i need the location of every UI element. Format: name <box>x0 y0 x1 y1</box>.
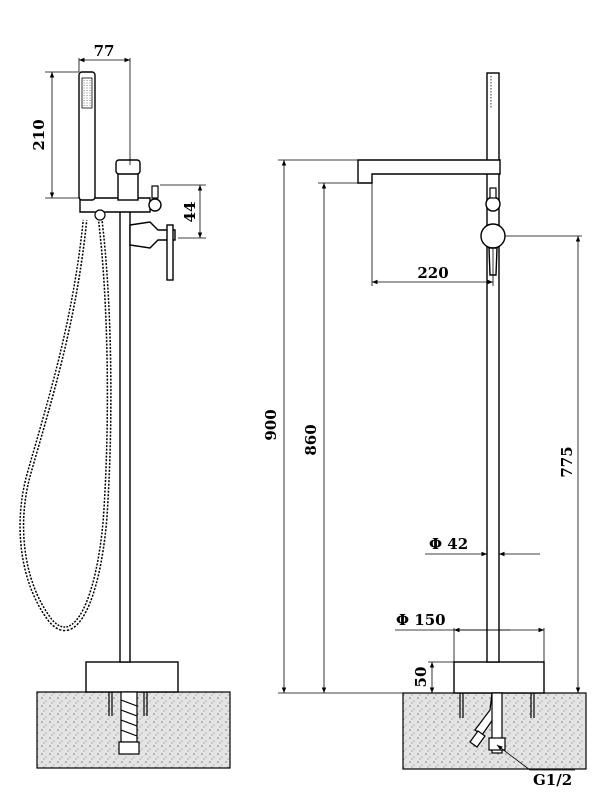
dim-label-220: 220 <box>417 264 448 282</box>
dim-label-phi-42: Φ 42 <box>429 535 468 553</box>
handle-right <box>480 223 506 249</box>
dim-900: 900 <box>262 159 403 694</box>
dim-label-phi-150: Φ 150 <box>396 611 446 629</box>
dim-phi-42: Φ 42 <box>425 535 540 557</box>
floor-studs-left <box>108 691 148 755</box>
main-pipe-left <box>119 204 131 663</box>
dim-label-860: 860 <box>302 424 320 455</box>
main-pipe-right <box>486 72 500 663</box>
dim-860: 860 <box>302 182 358 693</box>
spout-right <box>357 159 501 184</box>
dim-label-g-half: G1/2 <box>533 771 572 789</box>
base-plate-right <box>453 661 545 694</box>
base-plate-left <box>85 661 179 693</box>
dim-77: 77 <box>78 42 131 165</box>
dim-label-50: 50 <box>412 667 430 688</box>
shower-hose-left <box>19 217 112 632</box>
dim-label-900: 900 <box>262 409 280 440</box>
dim-phi-150: Φ 150 <box>395 611 545 662</box>
dim-label-210: 210 <box>30 119 48 150</box>
side-view: 77 210 44 <box>19 42 231 769</box>
dim-g-half: G1/2 <box>496 744 575 789</box>
dim-775: 775 <box>505 235 582 694</box>
dim-210: 210 <box>30 71 80 199</box>
front-view: 900 860 220 775 Φ 42 <box>262 72 587 789</box>
dim-label-44: 44 <box>181 202 199 223</box>
dim-44: 44 <box>160 184 206 239</box>
lever-handle-left <box>129 221 176 249</box>
dim-label-77: 77 <box>94 42 115 60</box>
dim-label-775: 775 <box>558 446 576 477</box>
dim-220: 220 <box>371 183 494 286</box>
dim-50: 50 <box>412 661 454 693</box>
